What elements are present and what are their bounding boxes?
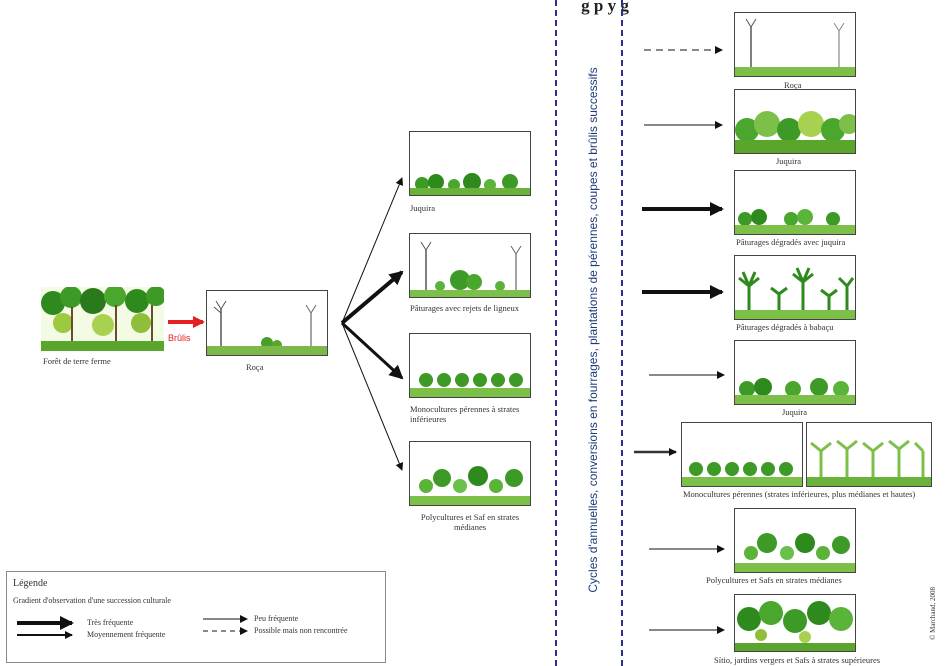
panel-middle-polycultures: [409, 441, 531, 506]
panel-right-juquira: [734, 89, 856, 154]
legend-medium: Moyennement fréquente: [87, 630, 166, 639]
arrow-to-monocultures: [340, 321, 404, 380]
panel-forest: [41, 287, 164, 351]
vertical-label: Cycles d'annuelles, conversions en fourr…: [586, 67, 600, 593]
panel-right-polycultures: [734, 508, 856, 573]
roca-caption: Roça: [246, 362, 264, 372]
right-caption-5: Monocultures pérennes (strates inférieur…: [683, 489, 916, 499]
middle-caption-1: Pâturages avec rejets de ligneux: [410, 303, 520, 313]
legend-low: Peu fréquente: [254, 614, 299, 623]
forest-caption: Forêt de terre ferme: [43, 356, 111, 366]
panel-right-paturages-babacu: [734, 255, 856, 320]
legend: Légende Gradient d'observation d'une suc…: [6, 571, 386, 663]
diagram-title: g p y g: [581, 0, 629, 15]
brulis-label: Brûlis: [168, 333, 191, 343]
right-caption-7: Sítio, jardins vergers et Safs à strates…: [714, 655, 881, 665]
panel-middle-monocultures: [409, 333, 531, 398]
panel-right-monocultures-a: [681, 422, 803, 487]
panel-middle-juquira: [409, 131, 531, 196]
panel-middle-paturages: [409, 233, 531, 298]
middle-caption-3: Polycultures et Saf en strates médianes: [420, 512, 520, 532]
panel-roca: [206, 290, 328, 356]
arrow-to-paturages: [340, 270, 404, 325]
panel-right-juquira-2: [734, 340, 856, 405]
middle-caption-2: Monocultures pérennes à strates inférieu…: [410, 404, 520, 424]
arrow-to-juquira: [341, 177, 404, 324]
panel-right-roca: [734, 12, 856, 77]
copyright: © Marchand, 2008: [929, 587, 937, 640]
divider-left: [555, 0, 557, 666]
right-caption-3: Pâturages dégradés à babaçu: [736, 322, 834, 332]
right-caption-2: Pâturages dégradés avec juquira: [736, 237, 846, 247]
right-caption-1: Juquira: [776, 156, 802, 166]
legend-very-frequent: Très fréquente: [87, 618, 134, 627]
right-caption-6: Polycultures et Safs en strates médianes: [706, 575, 842, 585]
right-caption-0: Roça: [784, 80, 802, 90]
panel-right-monocultures-b: [806, 422, 932, 487]
arrow-to-polycultures: [341, 322, 404, 471]
right-caption-4: Juquira: [782, 407, 808, 417]
legend-subtitle: Gradient d'observation d'une succession …: [13, 596, 171, 605]
legend-title: Légende: [13, 578, 48, 589]
legend-possible: Possible mais non rencontrée: [254, 626, 348, 635]
middle-caption-0: Juquira: [410, 203, 436, 213]
panel-right-sitio: [734, 594, 856, 652]
divider-right: [621, 0, 623, 666]
panel-right-paturages-juquira: [734, 170, 856, 235]
